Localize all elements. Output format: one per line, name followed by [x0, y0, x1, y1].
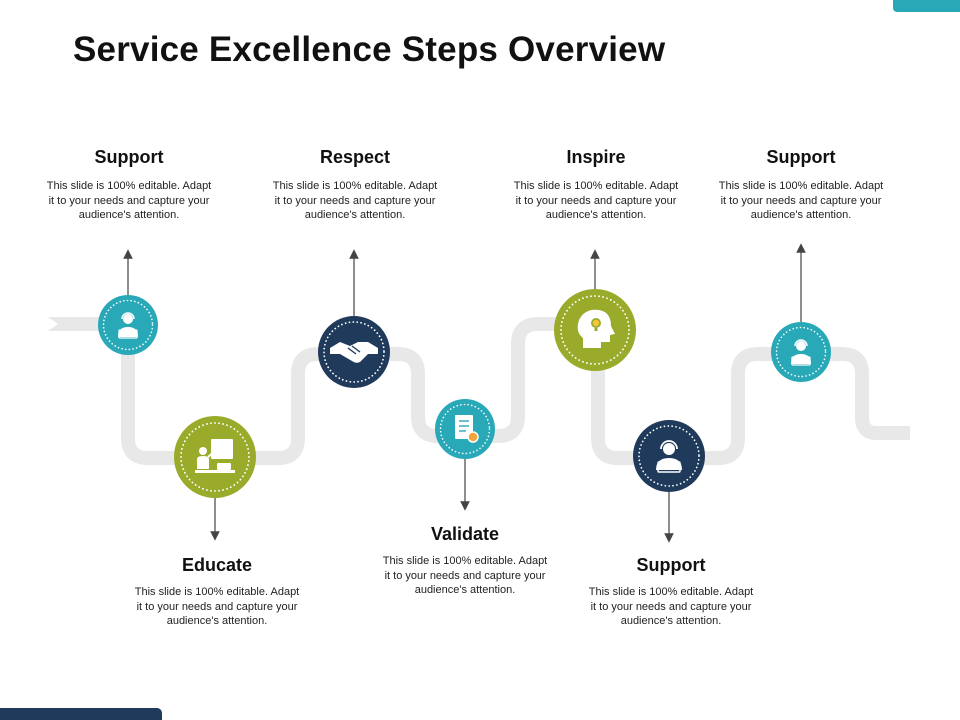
step-title-inspire: Inspire: [566, 147, 626, 167]
step-circle-support-1: [98, 295, 158, 355]
step-circle-validate: [435, 399, 495, 459]
support-agent-icon: [118, 312, 138, 339]
step-title-educate: Educate: [181, 555, 253, 575]
support-agent-icon: [791, 339, 811, 366]
step-description-validate: This slide is 100% editable. Adapt it to…: [382, 555, 548, 596]
step-description-support-1: This slide is 100% editable. Adapt it to…: [46, 180, 212, 221]
step-description-educate: This slide is 100% editable. Adapt it to…: [134, 586, 300, 627]
step-description-support-3: This slide is 100% editable. Adapt it to…: [718, 180, 884, 221]
corner-accent-tab: [893, 0, 960, 12]
certificate-document-icon: [455, 415, 479, 443]
step-description-respect: This slide is 100% editable. Adapt it to…: [272, 180, 438, 221]
step-circle-respect: [318, 316, 390, 388]
winding-road: [62, 317, 910, 465]
step-circle-support-3: [771, 322, 831, 382]
step-description-inspire: This slide is 100% editable. Adapt it to…: [513, 180, 679, 221]
step-circle-inspire: [554, 289, 636, 371]
teacher-board-icon: [195, 439, 235, 473]
step-title-respect: Respect: [319, 147, 391, 167]
step-title-support-1: Support: [94, 147, 164, 167]
step-circle-educate: [174, 416, 256, 498]
step-description-support-2: This slide is 100% editable. Adapt it to…: [588, 586, 754, 627]
support-agent-icon: [656, 440, 682, 473]
footer-accent-bar: [0, 708, 162, 720]
step-title-support-3: Support: [766, 147, 836, 167]
head-lightbulb-icon: [577, 309, 615, 348]
step-circle-support-2: [633, 420, 705, 492]
step-title-validate: Validate: [430, 524, 500, 544]
handshake-icon: [330, 342, 378, 363]
page-title: Service Excellence Steps Overview: [73, 30, 666, 69]
step-title-support-2: Support: [636, 555, 706, 575]
